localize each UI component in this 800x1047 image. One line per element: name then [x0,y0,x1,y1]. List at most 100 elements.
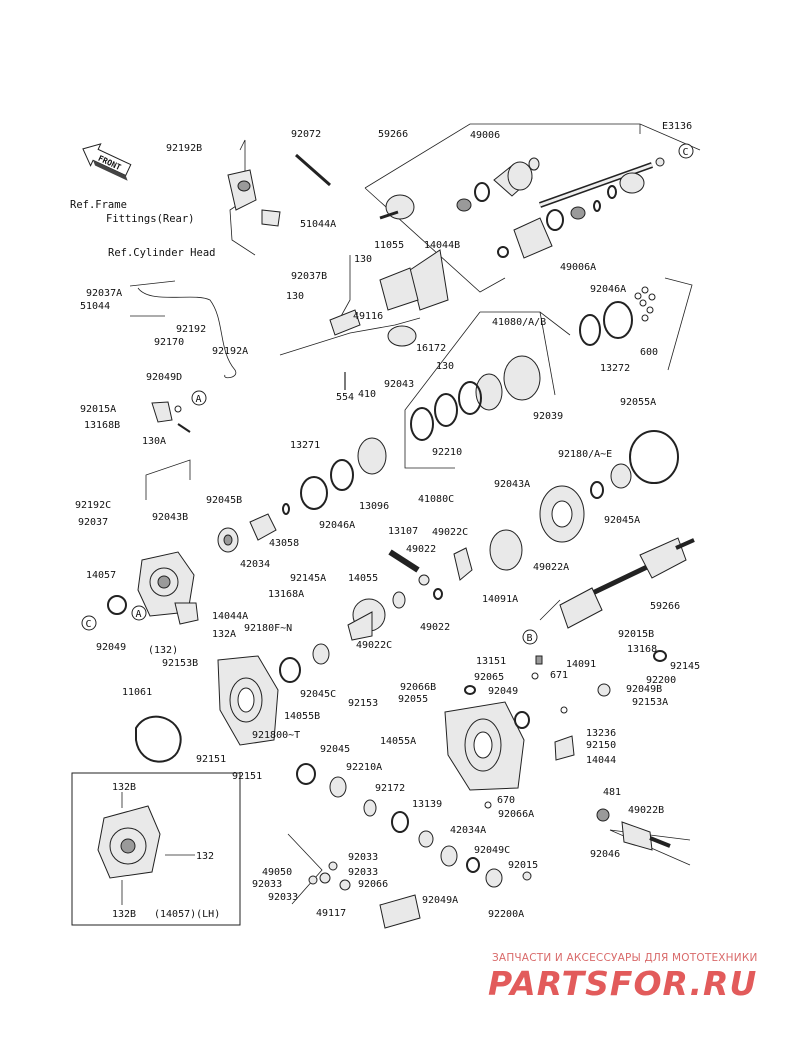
part-label: 14044 [586,755,616,766]
part-label: 92043B [152,512,188,523]
part-label: 14057 [86,570,116,581]
marker-b: B [522,629,538,645]
watermark-logo: PARTSFOR.RU [488,964,757,1003]
part-label: 92153 [348,698,378,709]
diagram-artwork: E3136 FRONT [71,121,701,929]
part-label: 92049D [146,372,182,383]
part-label: 92039 [533,411,563,422]
part-label: 130A [142,436,166,447]
part-label: 92015B [618,629,654,640]
part-label: 92150 [586,740,616,751]
part-label: 92037A [86,288,122,299]
part-label: 13272 [600,363,630,374]
part-label: 921800~T [252,730,300,741]
part-label: 92033 [348,867,378,878]
part-label: 92015A [80,404,116,415]
watermark-tagline: ЗАПЧАСТИ И АКСЕССУАРЫ ДЛЯ МОТОТЕХНИКИ [492,952,758,964]
part-labels: 92192B 92072 59266 49006 51044A 11055 14… [75,129,700,920]
part-label: 92033 [268,892,298,903]
part-label: 92037 [78,517,108,528]
marker-a-lower: A [131,605,147,621]
part-label: 92033 [348,852,378,863]
part-label: 92192B [166,143,202,154]
part-label: 14044A [212,611,248,622]
part-label: 481 [603,787,621,798]
part-label: 49116 [353,311,383,322]
part-label: 14055 [348,573,378,584]
diagram-code: E3136 [662,121,692,132]
watermark: ЗАПЧАСТИ И АКСЕССУАРЫ ДЛЯ МОТОТЕХНИКИ PA… [488,952,758,1003]
marker-c-top: C [678,143,694,159]
part-label: 92046A [590,284,626,295]
front-arrow-icon: FRONT [82,143,132,181]
part-label: 13151 [476,656,506,667]
part-label: 14044B [424,240,460,251]
svg-text:A: A [136,609,142,620]
part-label: 13107 [388,526,418,537]
part-label: 13096 [359,501,389,512]
part-label: 670 [497,795,515,806]
part-label: 92045B [206,495,242,506]
part-label: 92065 [474,672,504,683]
part-label: 92043A [494,479,530,490]
part-label: 14055A [380,736,416,747]
part-label: 49117 [316,908,346,919]
part-label: 13168 [627,644,657,655]
part-label: 11061 [122,687,152,698]
part-label: 130 [286,291,304,302]
part-label: 92049 [96,642,126,653]
ref-fittings-label: Fittings(Rear) [106,213,195,225]
part-label: 42034 [240,559,270,570]
part-label: 13168A [268,589,304,600]
part-label: 92046A [319,520,355,531]
part-label: 92049A [422,895,458,906]
part-label: 92049 [488,686,518,697]
part-label: 92033 [252,879,282,890]
part-label: 92043 [384,379,414,390]
part-label: 92151 [196,754,226,765]
part-label: 49022 [420,622,450,633]
marker-c-lower: C [81,615,97,631]
part-label: 92153A [632,697,668,708]
part-label: 92192 [176,324,206,335]
part-label: 14091 [566,659,596,670]
part-label: 92145 [670,661,700,672]
part-label: 92153B [162,658,198,669]
marker-a-upper: A [191,390,207,406]
part-label: 92055A [620,397,656,408]
part-label: 49022C [432,527,468,538]
part-label: 92192A [212,346,248,357]
part-label: 49050 [262,867,292,878]
part-label: 14055B [284,711,320,722]
part-label: 92045 [320,744,350,755]
part-label: 16172 [416,343,446,354]
part-label: 92072 [291,129,321,140]
part-label: 130 [436,361,454,372]
part-label: 41080/A/B [492,317,546,328]
part-label: 42034A [450,825,486,836]
part-label: 59266 [650,601,680,612]
part-label: 49022C [356,640,392,651]
part-label: 92046 [590,849,620,860]
part-label: 92037B [291,271,327,282]
part-label: 51044A [300,219,336,230]
part-label: 92180F~N [244,623,292,634]
part-label: 92049C [474,845,510,856]
part-label: 92045C [300,689,336,700]
part-label: 43058 [269,538,299,549]
part-label: 92055 [398,694,428,705]
part-label: 49022 [406,544,436,555]
part-label: 49022A [533,562,569,573]
part-label: 92066 [358,879,388,890]
part-label: 13271 [290,440,320,451]
part-label: 600 [640,347,658,358]
part-label: 92145A [290,573,326,584]
inset-label: (14057)(LH) [154,909,220,920]
part-label: 92192C [75,500,111,511]
part-label: 49006 [470,130,500,141]
part-label: 92200 [646,675,676,686]
part-label: 92180/A~E [558,449,612,460]
ref-frame-label: Ref.Frame [70,199,127,211]
svg-text:C: C [86,619,92,630]
